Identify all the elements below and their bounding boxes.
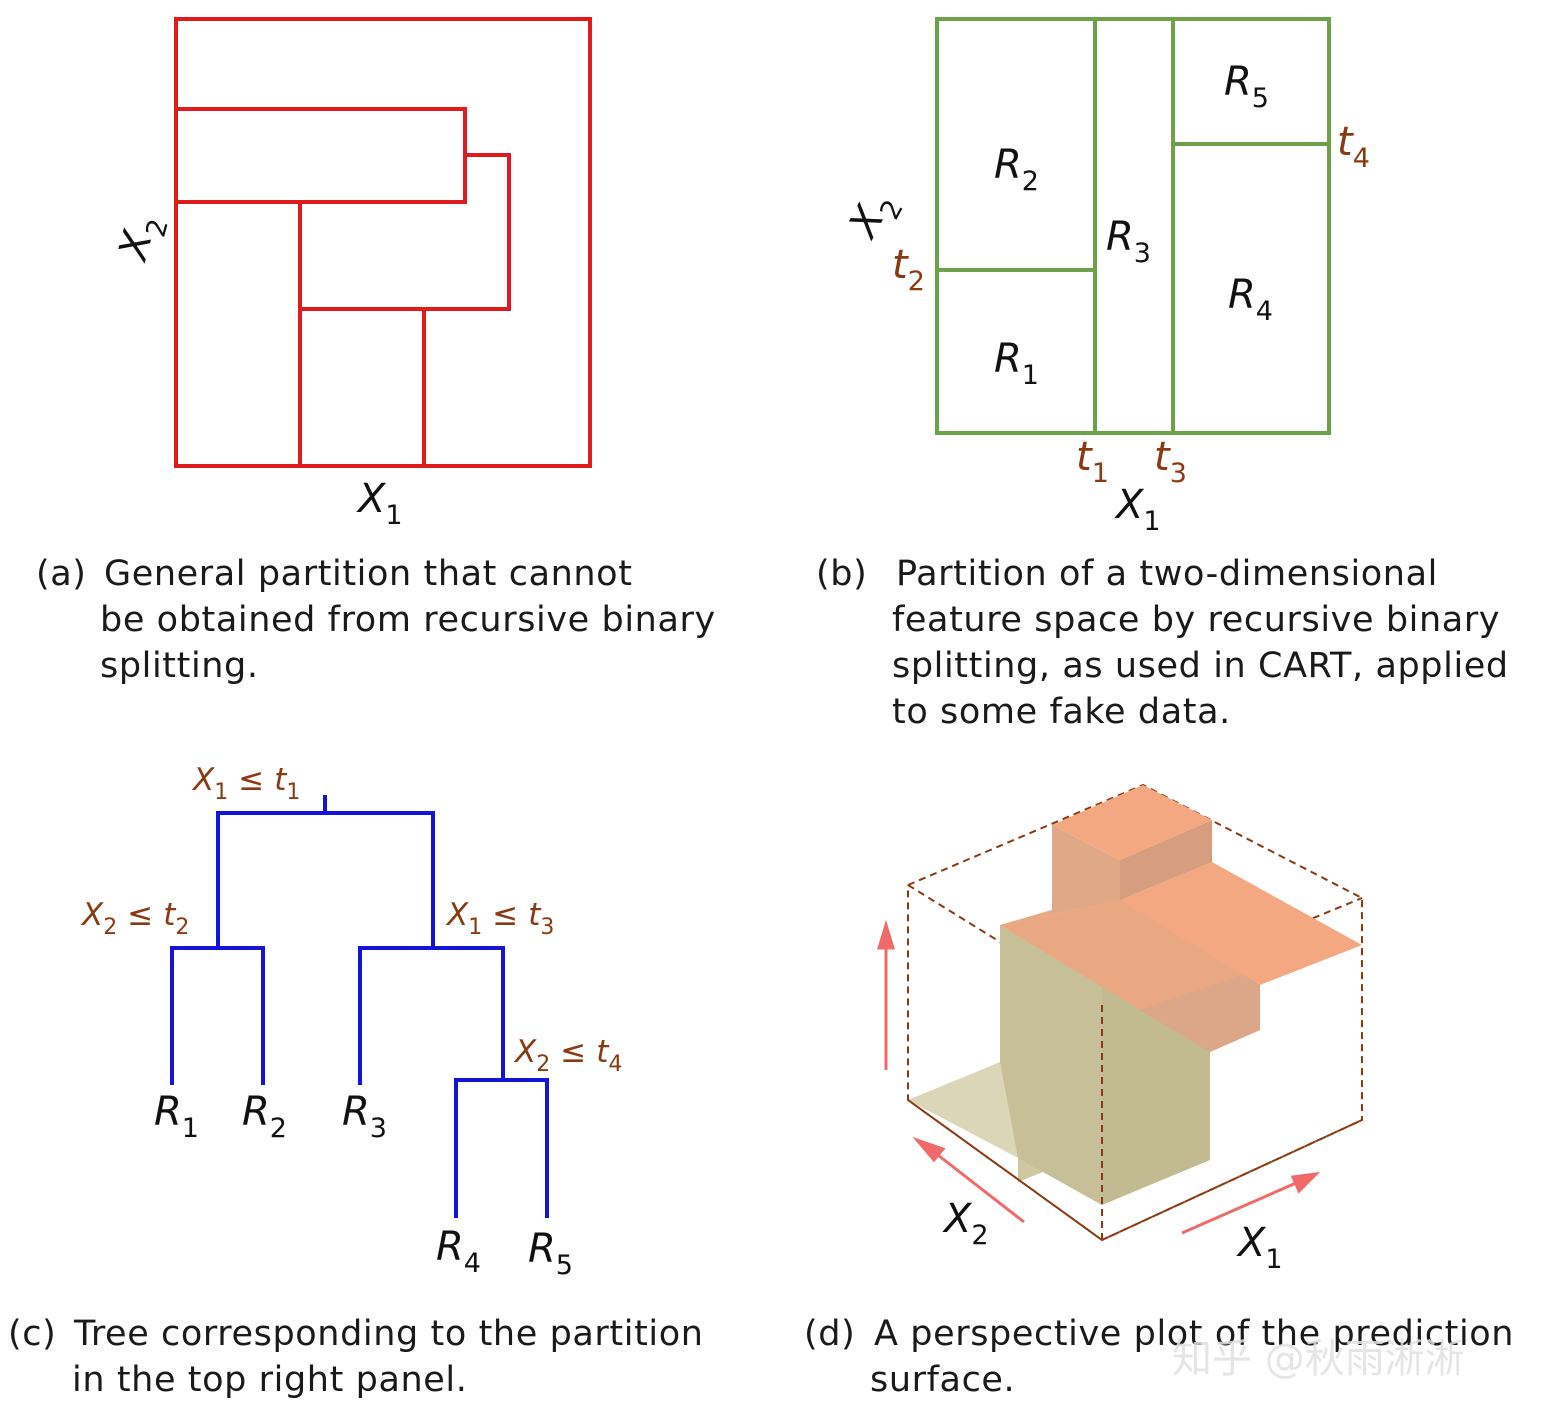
tree-condition-right: X1≤t3 (445, 897, 554, 940)
panel-b-outer-box (935, 17, 1331, 435)
panel-a-split-line (176, 107, 467, 204)
panel-d-x2-label: X2 (942, 1196, 989, 1251)
surface-top-block-right (1120, 820, 1212, 900)
caption-line: surface. (870, 1360, 1016, 1400)
caption-line: be obtained from recursive binary (100, 600, 716, 640)
caption-tag: (a) (36, 554, 87, 594)
region-label-r2: R2 (994, 142, 1039, 197)
tree-leaf-r1: R1 (154, 1089, 199, 1144)
region-label-r3: R3 (1106, 214, 1151, 269)
caption-line: Partition of a two-dimensional (896, 554, 1438, 594)
caption-line: in the top right panel. (72, 1360, 468, 1400)
caption-line: feature space by recursive binary (892, 600, 1501, 640)
surface-mid-plateau (1000, 890, 1260, 1010)
panel-b-x-axis-label: X1 (1114, 482, 1161, 537)
surface-right-plateau (1120, 862, 1362, 985)
panel-a-split-line (300, 153, 511, 311)
caption-tag: (b) (816, 554, 868, 594)
threshold-label-t4: t4 (1337, 119, 1370, 174)
panel-a-partition (174, 17, 592, 468)
region-label-r4: R4 (1228, 272, 1273, 327)
tree-leaf-r2: R2 (242, 1089, 287, 1144)
threshold-label-t1: t1 (1076, 434, 1109, 489)
caption-line: General partition that cannot (104, 554, 633, 594)
tree-leaf-r5: R5 (528, 1226, 573, 1281)
caption-tag: (d) (804, 1314, 856, 1354)
tree-condition-left: X2≤t2 (80, 897, 189, 940)
caption-tag: (c) (8, 1314, 57, 1354)
caption-line: A perspective plot of the prediction (874, 1314, 1515, 1354)
panel-a-outer-box (174, 17, 592, 468)
surface-top-block-left (1052, 825, 1120, 915)
axis-arrows (876, 919, 1321, 1235)
x1-axis-arrow (1181, 1181, 1297, 1235)
perspective-surface (876, 783, 1363, 1242)
tree-branch (170, 946, 265, 1085)
threshold-label-t2: t2 (892, 242, 925, 297)
tree-branch (358, 946, 505, 1085)
caption-line: splitting, as used in CART, applied (892, 646, 1509, 686)
caption-line: splitting. (100, 646, 259, 686)
surface-upper-face (1000, 900, 1120, 925)
decision-tree (170, 795, 549, 1218)
panel-d-x1-label: X1 (1236, 1220, 1283, 1275)
tree-leaf-r3: R3 (342, 1089, 387, 1144)
panel-a-x-axis-label: X1 (356, 476, 403, 531)
tree-leaf-r4: R4 (436, 1224, 481, 1279)
surface-top-block-top (1052, 785, 1212, 860)
x2-axis-arrow (933, 1150, 1025, 1224)
panel-b-y-axis-label: X2 (839, 184, 909, 251)
watermark: 知乎 @秋雨淅淅 (1172, 1336, 1465, 1382)
caption-line: Tree corresponding to the partition (74, 1314, 704, 1354)
panel-b-partition (935, 17, 1331, 435)
tree-condition-root: X1≤t1 (191, 762, 300, 805)
tree-branch (454, 1078, 549, 1218)
tree-condition-inner: X2≤t4 (513, 1034, 622, 1077)
surface-mid-plateau-front (1140, 970, 1260, 1052)
panel-a-y-axis-label: X2 (110, 210, 175, 269)
region-label-r5: R5 (1224, 59, 1269, 114)
caption-line: to some fake data. (892, 692, 1231, 732)
surface-wall-left (1000, 925, 1102, 1205)
tree-branch (216, 811, 435, 948)
threshold-label-t3: t3 (1154, 434, 1187, 489)
region-label-r1: R1 (994, 336, 1039, 391)
